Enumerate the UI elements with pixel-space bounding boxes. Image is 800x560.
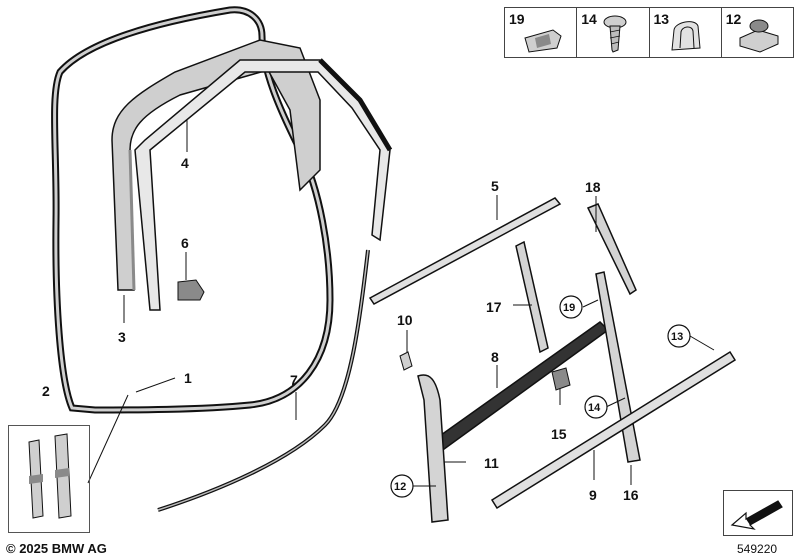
callout-14: 14: [588, 402, 601, 414]
expanding-nut-icon: [739, 19, 779, 53]
document-number: 549220: [737, 542, 778, 556]
callout-11: 11: [484, 455, 499, 471]
upper-trim-strip: [586, 203, 637, 296]
legend-number: 14: [581, 11, 597, 27]
cap-10: [399, 351, 413, 371]
callout-8: 8: [491, 349, 499, 365]
window-seal-8: [433, 321, 610, 454]
callout-17: 17: [486, 299, 502, 315]
callout-16: 16: [623, 487, 639, 503]
callout-9: 9: [589, 487, 597, 503]
screw-icon: [603, 15, 627, 53]
callout-12: 12: [394, 481, 406, 493]
callout-10: 10: [397, 312, 413, 328]
inset-part-2: [8, 425, 90, 533]
callout-3: 3: [118, 329, 126, 345]
legend-number: 13: [653, 11, 670, 27]
roof-trim-strip: [368, 197, 562, 305]
bracket-part: [177, 279, 205, 301]
callout-6: 6: [181, 235, 189, 251]
inset-pillar-pieces: [28, 433, 72, 519]
clamp-icon: [670, 21, 701, 51]
legend-cell-14: 14: [577, 8, 650, 57]
belt-strip-9: [490, 350, 737, 510]
small-parts-legend: 19 14 13 12: [504, 7, 794, 58]
view-direction-box: [723, 490, 793, 536]
arrow-icon: [730, 500, 783, 530]
callout-15: 15: [551, 426, 567, 442]
clip-15: [551, 367, 571, 391]
legend-number: 19: [509, 11, 525, 27]
door-frame-trim: [111, 39, 321, 291]
callout-18: 18: [585, 179, 601, 195]
callout-4: 4: [181, 155, 189, 171]
callout-2: 2: [42, 383, 50, 399]
legend-cell-19: 19: [505, 8, 578, 57]
legend-number: 12: [725, 11, 742, 27]
copyright-text: © 2025 BMW AG: [6, 541, 107, 556]
callout-7: 7: [290, 372, 298, 388]
callout-19: 19: [563, 302, 575, 314]
callout-1: 1: [184, 370, 192, 386]
legend-cell-13: 13: [650, 8, 722, 57]
legend-cell-12: 12: [722, 8, 793, 57]
curved-trim-17: [515, 240, 549, 354]
callout-13: 13: [671, 331, 683, 343]
pillar-cover-11: [417, 374, 449, 523]
callout-5: 5: [491, 178, 499, 194]
leader-lines: [87, 120, 715, 487]
window-channel: [134, 59, 391, 311]
clip-icon: [524, 29, 562, 53]
